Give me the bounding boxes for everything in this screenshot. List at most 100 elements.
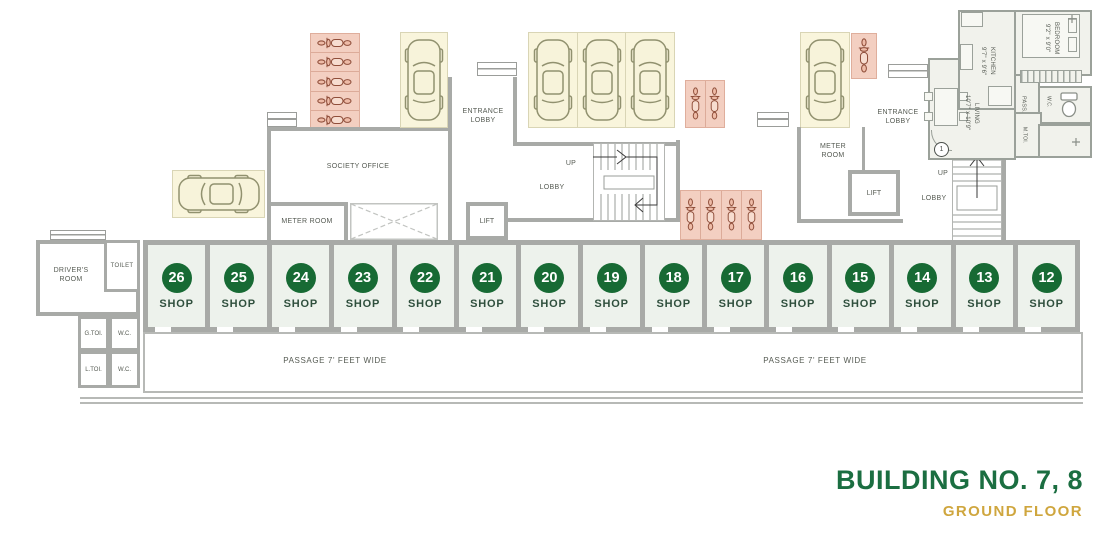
wall: [862, 127, 865, 172]
society-office-label: SOCIETY OFFICE: [326, 163, 390, 170]
g-toi-label: G.TOI.: [84, 330, 103, 337]
wall: [676, 140, 680, 222]
shop-label: SHOP: [967, 297, 1002, 310]
car-icon: [630, 39, 670, 121]
wall: [448, 77, 452, 240]
shop-number-badge: 17: [720, 262, 751, 293]
car-icon: [404, 39, 444, 121]
passage-label: PASSAGE 7' FEET WIDE: [283, 356, 387, 365]
floor-subtitle: GROUND FLOOR: [942, 503, 1083, 520]
shop-label: SHOP: [532, 297, 567, 310]
shop-label: SHOP: [842, 297, 878, 310]
toilet-label: TOILET: [110, 263, 134, 269]
entry-step: [267, 112, 297, 127]
wall: [267, 202, 348, 206]
drivers-room-label: DRIVER'S ROOM: [53, 267, 89, 284]
shop-number-badge: 18: [658, 262, 689, 293]
title-block: BUILDING NO. 7, 8 GROUND FLOOR: [836, 465, 1083, 520]
chair: [924, 92, 933, 101]
entry-step: [50, 230, 106, 240]
car-parking-bay: [800, 32, 850, 128]
meter-room-label: METER ROOM: [281, 218, 333, 225]
scooter-icon: [689, 87, 701, 120]
refrigerator: [988, 86, 1012, 106]
wall: [513, 77, 517, 145]
chair: [924, 112, 933, 121]
unit-number-marker: 1: [934, 142, 949, 157]
scooter-parking-bay: [680, 190, 762, 240]
lift-label: LIFT: [866, 189, 882, 197]
plus-icon: [1068, 15, 1076, 23]
scooter-icon: [317, 114, 352, 126]
entrance-lobby-label: ENTRANCE LOBBY: [462, 108, 504, 125]
staircase-icon: [593, 143, 665, 221]
shop-label: SHOP: [656, 297, 691, 310]
car-icon: [805, 39, 845, 121]
entry-step: [477, 62, 517, 76]
car-icon: [533, 39, 573, 121]
shop-number-badge: 20: [534, 262, 565, 293]
wardrobe: [1020, 70, 1082, 83]
scooter-icon: [858, 38, 870, 73]
living-label: LIVING 10'7" x 10'9": [964, 95, 979, 131]
plus-icon: [1072, 138, 1080, 146]
shop-label: SHOP: [283, 297, 319, 310]
car-parking-bay: [172, 170, 265, 218]
entry-step: [888, 64, 928, 78]
scooter-icon: [317, 75, 352, 88]
kitchen-sink: [961, 12, 983, 27]
shop-number-badge: 13: [969, 262, 1000, 293]
shop-label: SHOP: [345, 297, 381, 310]
shop-number-badge: 16: [782, 262, 813, 293]
wc-label: W.C.: [118, 330, 131, 337]
shop-label: SHOP: [221, 297, 256, 310]
shop-label: SHOP: [594, 297, 629, 310]
scooter-parking-bay: [310, 33, 360, 130]
car-icon: [177, 174, 260, 214]
chair: [959, 92, 968, 101]
chair: [959, 112, 968, 121]
shop-number-badge: 26: [161, 262, 192, 293]
scooter-icon: [709, 87, 721, 120]
wall: [797, 219, 903, 223]
plinth-strip: [80, 397, 1083, 404]
wall: [1002, 152, 1006, 244]
shop-number-badge: 24: [285, 262, 316, 293]
shop-number-badge: 19: [596, 262, 627, 293]
shop-number-badge: 22: [410, 262, 441, 293]
pillow: [1068, 37, 1077, 52]
shop-label: SHOP: [1029, 297, 1064, 310]
m-toi-label: M.TOI.: [1021, 126, 1028, 144]
car-parking-bay: [400, 32, 448, 128]
shop-number-badge: 25: [223, 262, 254, 293]
lobby-label: LOBBY: [539, 184, 565, 191]
pass-label: PASS.: [1020, 95, 1027, 113]
shop-number-badge: 23: [347, 262, 378, 293]
scooter-icon: [725, 198, 737, 231]
shop-label: SHOP: [905, 297, 940, 310]
scooter-icon: [705, 198, 717, 231]
passage: PASSAGE 7' FEET WIDE PASSAGE 7' FEET WID…: [143, 332, 1083, 393]
staircase-icon: [952, 152, 1002, 244]
shop-label: SHOP: [780, 297, 816, 310]
passage-label: PASSAGE 7' FEET WIDE: [763, 356, 867, 365]
unit-number: 1: [939, 146, 944, 153]
car-parking-bay: [528, 32, 675, 128]
open-to-sky-cross-icon: [350, 203, 438, 240]
